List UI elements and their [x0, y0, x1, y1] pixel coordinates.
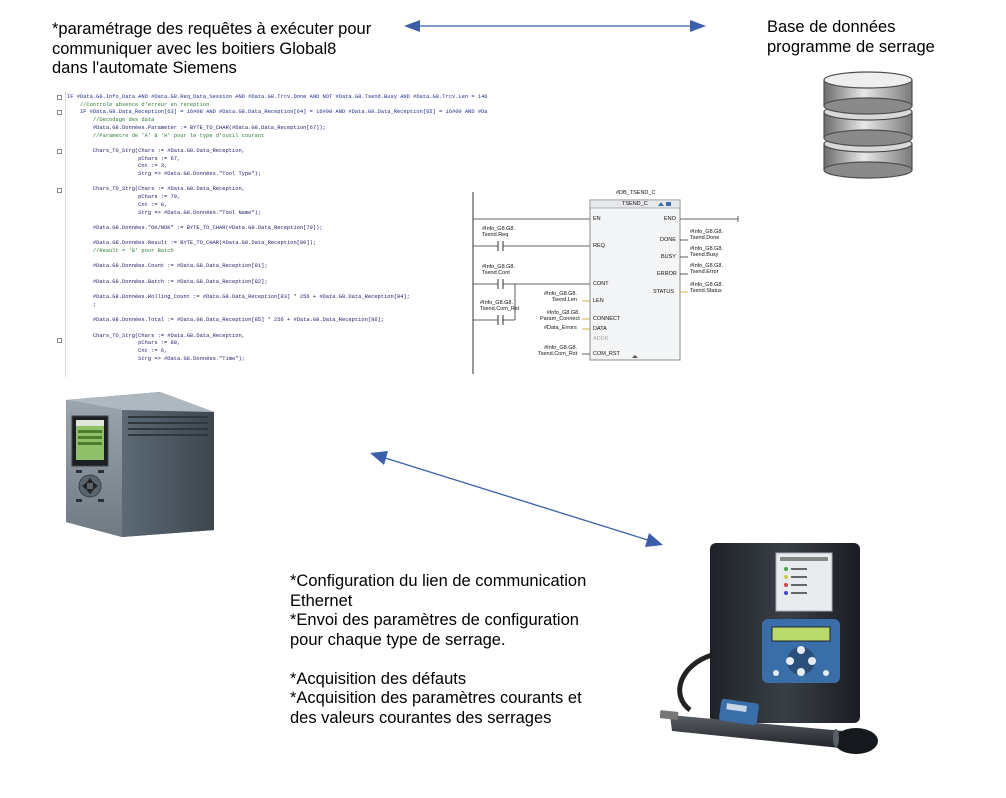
code-line: Chars_TO_Strg(Chars := #Data.G8.Data_Rec…	[67, 147, 245, 154]
code-line: #Data.G8.Données.Rolling_Count := #Data.…	[67, 294, 410, 301]
code-line: Cnt := 3,	[67, 163, 168, 170]
top-double-arrow	[404, 20, 706, 32]
status-variable: #Info_G8.G8. Tsend.Status	[690, 282, 724, 294]
database-label: Base de données programme de serrage	[767, 18, 935, 56]
len-variable: #Info_G8.G8. Tsend.Len	[544, 291, 578, 303]
pin-addr: ADDR	[593, 336, 609, 342]
done-variable: #Info_G8.G8. Tsend.Done	[690, 229, 724, 241]
code-line: #Data.G8.Données.Parameter := BYTE_TO_CH…	[67, 124, 326, 131]
database-icon	[823, 71, 913, 179]
fb-type-name: TSEND_C	[622, 201, 648, 207]
code-line: Strg => #Data.G8.Données."Time");	[67, 355, 245, 362]
busy-variable: #Info_G8.G8. Tsend.Busy	[690, 246, 724, 258]
ladder-lines	[472, 192, 739, 374]
code-line: Cnt := 8,	[67, 201, 168, 208]
req-contact-label: #Info_G8.G8. Tsend.Req	[482, 226, 516, 238]
code-line: pChars := 70,	[67, 194, 181, 201]
fold-marker	[57, 149, 62, 154]
error-variable: #Info_G8.G8. Tsend.Error	[690, 263, 724, 275]
scl-code-listing: IF #Data.G8.Info_Data AND #Data.G8.Req_D…	[55, 92, 520, 377]
diagonal-double-arrow	[370, 451, 663, 547]
code-line: #Data.G8.Données.Count := #Data.G8.Data_…	[67, 263, 268, 270]
code-line: Chars_TO_Strg(Chars := #Data.G8.Data_Rec…	[67, 332, 245, 339]
global8-controller-image	[660, 543, 878, 754]
com-rst-contact-label: #Info_G8.G8. Tsend.Com_Rst	[480, 300, 520, 312]
siemens-plc-image	[66, 392, 214, 537]
pin-connect: CONNECT	[593, 316, 621, 322]
pin-busy: BUSY	[661, 254, 676, 260]
fold-marker	[57, 338, 62, 343]
pin-len: LEN	[593, 298, 604, 304]
code-line: Strg => #Data.G8.Données."Tool Name");	[67, 209, 262, 216]
com-rst-variable: #Info_G8.G8. Tsend.Com_Rst	[538, 345, 578, 357]
code-line: //Decodage des data	[67, 117, 155, 124]
tsend-c-block-diagram: #DB_TSEND_C TSEND_C EN REQ CONT LEN CONN…	[470, 188, 740, 378]
code-line: pChars := 67,	[67, 155, 181, 162]
fold-marker	[57, 95, 62, 100]
code-line: #Data.G8.Données."OK/NOK" := BYTE_TO_CHA…	[67, 224, 323, 231]
code-line: IF #Data.G8.Data_Reception[63] = 16#08 A…	[67, 109, 488, 116]
code-line: pChars := 88,	[67, 340, 181, 347]
cont-contact-label: #Info_G8.G8. Tsend.Cont	[482, 264, 516, 276]
code-line: IF #Data.G8.Info_Data AND #Data.G8.Req_D…	[67, 94, 488, 100]
pin-status: STATUS	[653, 289, 674, 295]
code-line: Cnt := 6,	[67, 348, 168, 355]
pin-error: ERROR	[657, 271, 677, 277]
fold-marker	[57, 188, 62, 193]
code-line: ;	[67, 301, 97, 308]
code-gutter	[55, 92, 66, 377]
pin-cont: CONT	[593, 281, 609, 287]
plc-setup-description: *paramétrage des requêtes à exécuter pou…	[52, 20, 372, 77]
code-line: #Data.G8.Données.Batch := #Data.G8.Data_…	[67, 278, 268, 285]
code-line: //Result = 'B' pour Batch	[67, 248, 174, 254]
code-line: //Controle absence d'erreur en reception	[67, 101, 210, 108]
communication-description: *Configuration du lien de communication …	[290, 572, 587, 727]
code-line: #Data.G8.Données.Total := #Data.G8.Data_…	[67, 317, 385, 324]
data-variable: #Data_Errors	[544, 325, 577, 331]
pin-req: REQ	[593, 243, 605, 249]
pin-en: EN	[593, 216, 601, 222]
fold-marker	[57, 110, 62, 115]
pin-eno: ENO	[664, 216, 676, 222]
code-line: Strg => #Data.G8.Données."Tool Type");	[67, 171, 262, 177]
code-line: Chars_TO_Strg(Chars := #Data.G8.Data_Rec…	[67, 186, 245, 193]
fb-instance-name: #DB_TSEND_C	[616, 190, 656, 196]
pin-data: DATA	[593, 326, 607, 332]
code-line: #Data.G8.Données.Result := BYTE_TO_CHAR(…	[67, 240, 317, 247]
pin-com-rst: COM_RST	[593, 351, 620, 357]
connect-variable: #Info_G8.G8. Param_Connect	[540, 310, 580, 322]
pin-done: DONE	[660, 237, 676, 243]
code-line: //Parametre de 'A' à 'H' pour le type d'…	[67, 132, 265, 139]
